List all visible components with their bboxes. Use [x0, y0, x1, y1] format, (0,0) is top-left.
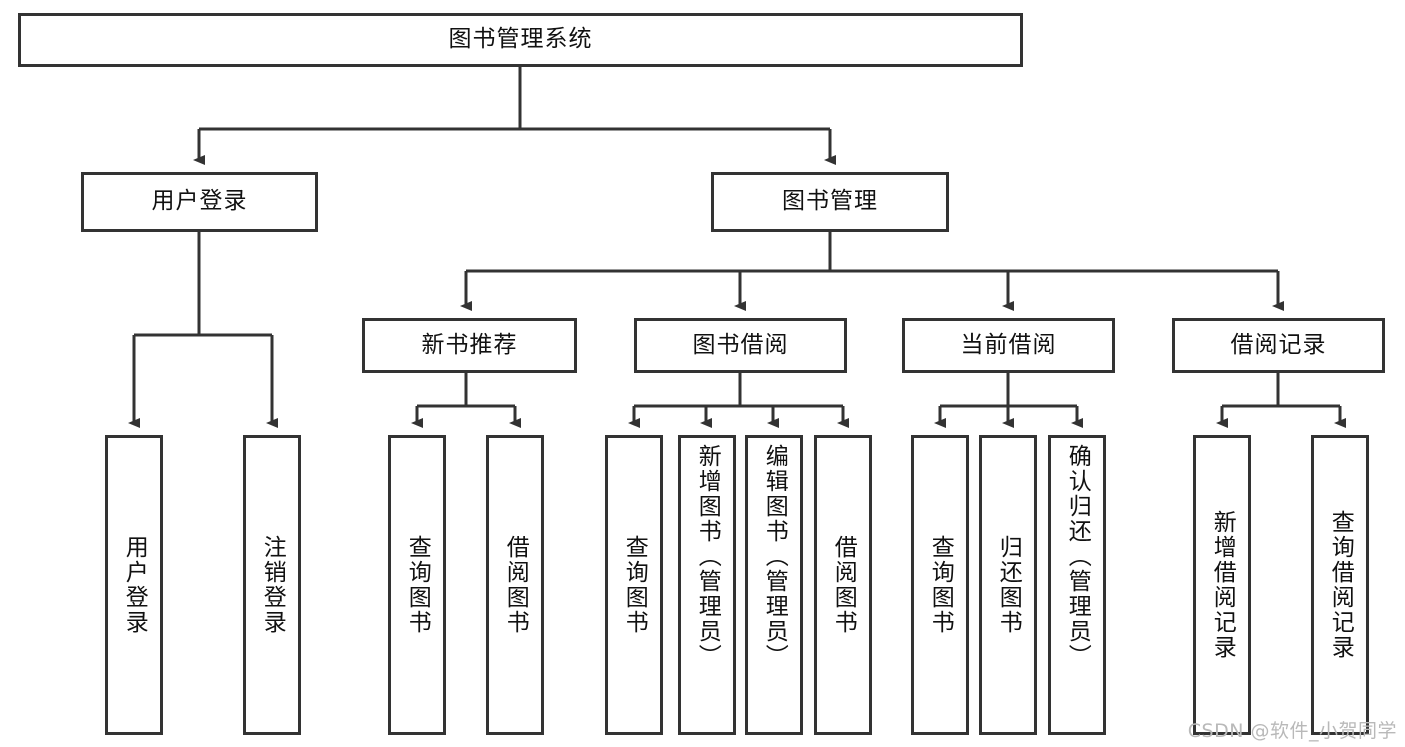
node-label: 借阅图书: [502, 535, 529, 635]
node-label: 归还图书: [995, 535, 1022, 635]
node-label: 图书管理系统: [448, 26, 593, 53]
node-leaf-logout-login[interactable]: 注销登录: [243, 435, 301, 735]
node-label: 用户登录: [121, 535, 148, 635]
node-label: 编辑图书（管理员）: [761, 444, 788, 669]
node-leaf-user-login[interactable]: 用户登录: [105, 435, 163, 735]
node-leaf-add-book-admin[interactable]: 新增图书（管理员）: [678, 435, 736, 735]
node-book-management[interactable]: 图书管理: [711, 172, 949, 232]
node-leaf-edit-book-admin[interactable]: 编辑图书（管理员）: [745, 435, 803, 735]
node-root-title[interactable]: 图书管理系统: [18, 13, 1023, 67]
node-leaf-confirm-return-admin[interactable]: 确认归还（管理员）: [1048, 435, 1106, 735]
node-label: 查询图书: [621, 535, 648, 635]
node-borrow-record[interactable]: 借阅记录: [1172, 318, 1385, 373]
node-label: 当前借阅: [960, 331, 1057, 358]
node-label: 图书借阅: [692, 331, 789, 358]
node-label: 新书推荐: [421, 331, 518, 358]
node-leaf-query-book-2[interactable]: 查询图书: [605, 435, 663, 735]
node-current-borrow[interactable]: 当前借阅: [902, 318, 1115, 373]
node-label: 查询借阅记录: [1327, 510, 1354, 660]
node-new-book-recommend[interactable]: 新书推荐: [362, 318, 577, 373]
node-label: 查询图书: [927, 535, 954, 635]
node-leaf-add-borrow-record[interactable]: 新增借阅记录: [1193, 435, 1251, 735]
node-book-borrow[interactable]: 图书借阅: [634, 318, 847, 373]
node-label: 查询图书: [404, 535, 431, 635]
node-leaf-borrow-book-1[interactable]: 借阅图书: [486, 435, 544, 735]
node-label: 确认归还（管理员）: [1064, 444, 1091, 669]
node-label: 注销登录: [259, 535, 286, 635]
node-label: 用户登录: [151, 188, 248, 215]
node-leaf-query-borrow-record[interactable]: 查询借阅记录: [1311, 435, 1369, 735]
node-label: 新增图书（管理员）: [694, 444, 721, 669]
node-user-login[interactable]: 用户登录: [81, 172, 318, 232]
node-leaf-query-book-1[interactable]: 查询图书: [388, 435, 446, 735]
node-leaf-query-book-3[interactable]: 查询图书: [911, 435, 969, 735]
node-leaf-borrow-book-2[interactable]: 借阅图书: [814, 435, 872, 735]
node-label: 图书管理: [782, 188, 878, 215]
node-label: 借阅记录: [1230, 331, 1327, 358]
watermark-text: CSDN @软件_小贺同学: [1187, 720, 1397, 742]
node-label: 新增借阅记录: [1209, 510, 1236, 660]
node-label: 借阅图书: [830, 535, 857, 635]
node-leaf-return-book[interactable]: 归还图书: [979, 435, 1037, 735]
